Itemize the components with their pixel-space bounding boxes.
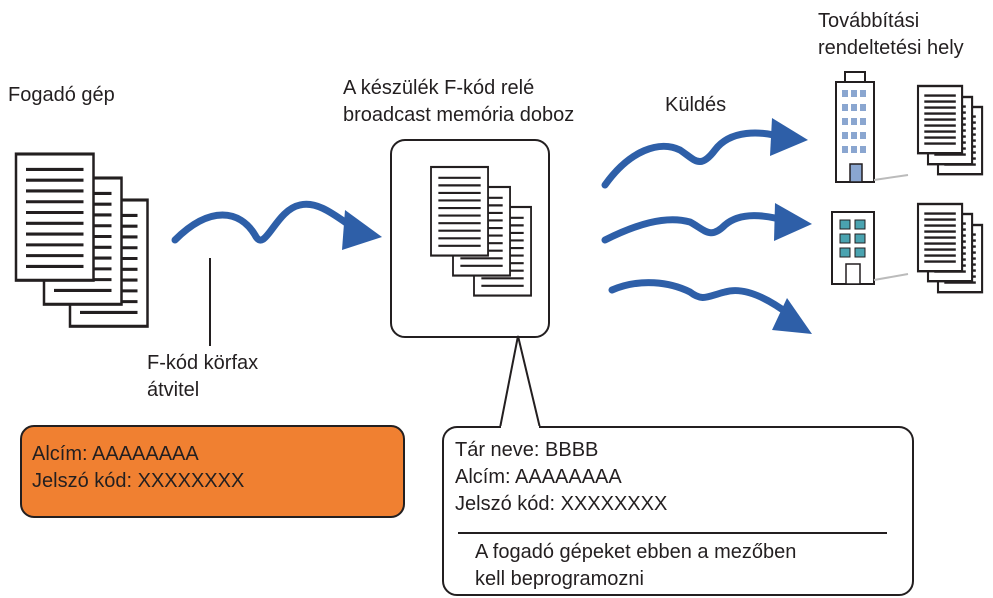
info-box-name: Tár neve: BBBB	[455, 439, 599, 461]
sender-settings-box: Alcím: AAAAAAAA Jelszó kód: XXXXXXXX	[20, 425, 405, 518]
relay-box-label-line1: A készülék F-kód relé	[343, 77, 535, 99]
send-arrow-middle-icon	[601, 203, 812, 244]
building-tall-icon	[835, 71, 909, 183]
send-label: Küldés	[665, 94, 727, 116]
send-arrow-bottom-icon	[608, 279, 812, 334]
transmission-label-line1: F-kód körfax	[147, 352, 259, 374]
info-box-frame	[442, 426, 914, 596]
send-arrow-top-icon	[601, 118, 808, 189]
transmission-arrow-icon	[171, 200, 382, 250]
info-passcode: Jelszó kód: XXXXXXXX	[455, 493, 668, 515]
sender-passcode: Jelszó kód: XXXXXXXX	[32, 470, 245, 492]
info-subaddress: Alcím: AAAAAAAA	[455, 466, 622, 488]
relay-box-label-line2: broadcast memória doboz	[343, 104, 575, 126]
forward-destination-label-line1: Továbbítási	[818, 10, 920, 32]
relay-box	[390, 139, 550, 338]
forward-destination-label-line2: rendeltetési hely	[818, 37, 964, 59]
info-note-line2: kell beprogramozni	[475, 568, 644, 590]
destination-documents-bottom-icon	[916, 202, 984, 294]
destination-documents-top-icon	[916, 84, 984, 176]
sender-subaddress: Alcím: AAAAAAAA	[32, 443, 199, 465]
building-short-icon	[831, 211, 909, 285]
info-note-line1: A fogadó gépeket ebben a mezőben	[475, 541, 797, 563]
transmission-label-line2: átvitel	[147, 379, 200, 401]
receiving-documents-icon	[14, 152, 150, 328]
receiving-machine-label: Fogadó gép	[8, 84, 115, 106]
callout-pointer	[499, 335, 541, 429]
